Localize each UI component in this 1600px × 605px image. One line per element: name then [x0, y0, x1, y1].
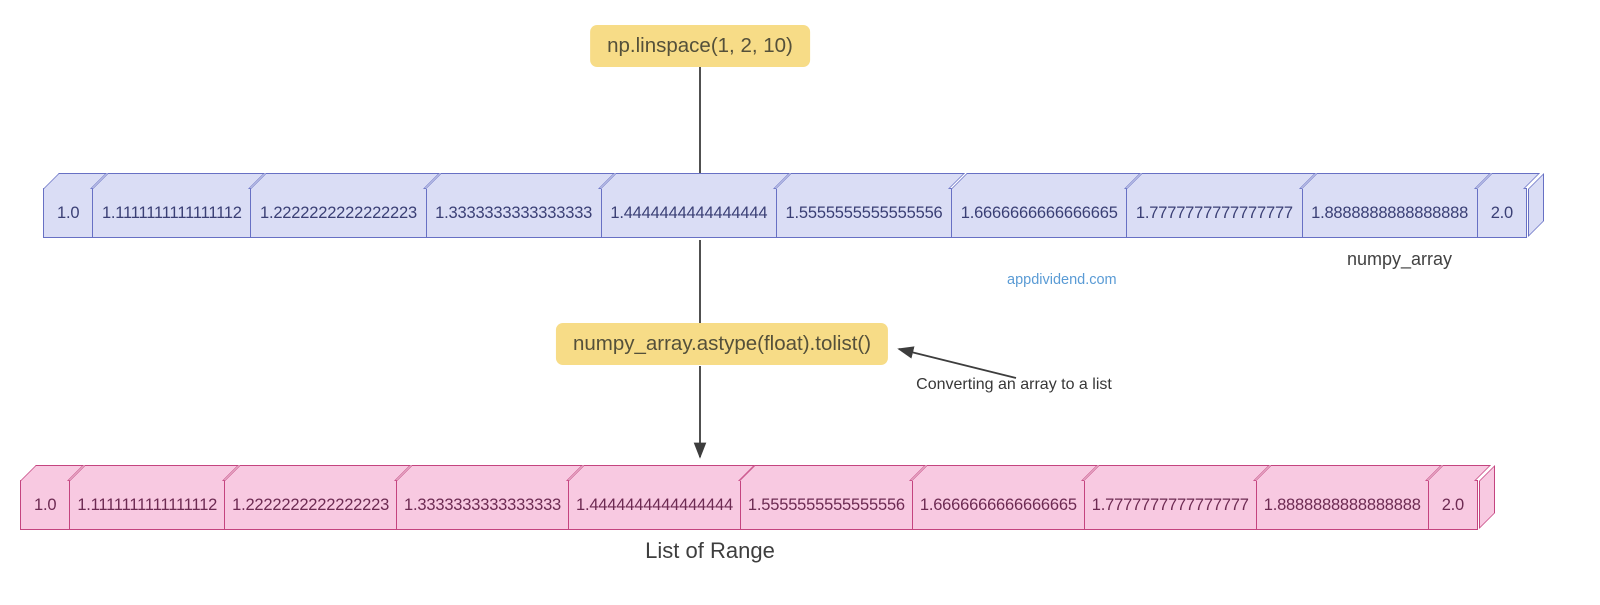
numpy-array-label: numpy_array [1347, 249, 1453, 269]
array-cell: 1.6666666666666665 [912, 480, 1085, 530]
array-cell: 1.6666666666666665 [952, 188, 1128, 238]
linspace-code-box: np.linspace(1, 2, 10) [590, 25, 810, 67]
watermark-text: appdividend.com [1007, 272, 1117, 288]
array-cell: 1.2222222222222223 [225, 480, 398, 530]
linspace-code-label: np.linspace(1, 2, 10) [607, 34, 793, 57]
tolist-code-label: numpy_array.astype(float).tolist() [572, 332, 872, 355]
annotation-text: Converting an array to a list [916, 376, 1112, 393]
array-cell: 1.8888888888888888 [1302, 188, 1478, 238]
list-of-range-label: List of Range [645, 538, 775, 563]
array-cell: 1.4444444444444444 [601, 188, 777, 238]
array-cell: 1.1111111111111112 [93, 188, 252, 238]
array-cell: 1.4444444444444444 [569, 480, 741, 530]
array-cell: 1.3333333333333333 [397, 480, 569, 530]
array-cell: 1.8888888888888888 [1256, 480, 1429, 530]
tolist-code-box: numpy_array.astype(float).tolist() [555, 323, 889, 365]
array-cell: 1.0 [20, 480, 71, 530]
array-cell: 1.0 [43, 188, 94, 238]
array-cell: 1.7777777777777777 [1084, 480, 1257, 530]
array-cell: 1.1111111111111112 [70, 480, 226, 530]
array-cell: 1.2222222222222223 [251, 188, 427, 238]
annotation-arrow [897, 346, 1017, 379]
array-cell: 1.5555555555555556 [776, 188, 953, 238]
array-cell: 2.0 [1477, 188, 1528, 238]
array-cell: 1.7777777777777777 [1127, 188, 1303, 238]
array-cell: 1.5555555555555556 [740, 480, 913, 530]
array-cell: 1.3333333333333333 [426, 188, 602, 238]
array-cell: 2.0 [1428, 480, 1479, 530]
